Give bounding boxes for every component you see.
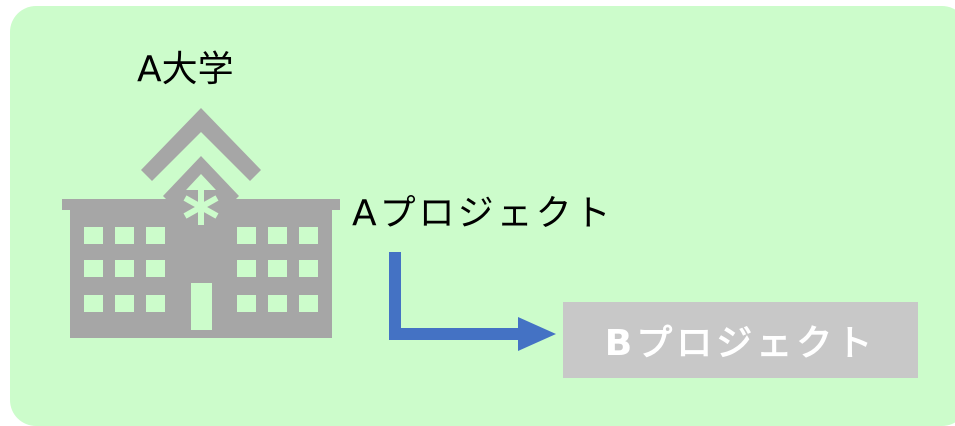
building-windows-right bbox=[237, 227, 318, 312]
project-b-label: Bプロジェクト bbox=[604, 323, 877, 364]
project-a-label: Aプロジェクト bbox=[352, 193, 614, 234]
project-b-box: Bプロジェクト bbox=[563, 302, 918, 378]
university-label: A大学 bbox=[137, 49, 234, 90]
asterisk-icon bbox=[183, 189, 219, 225]
building-windows-left bbox=[84, 227, 165, 312]
building-door bbox=[191, 283, 212, 330]
elbow-arrow-icon bbox=[389, 252, 556, 351]
